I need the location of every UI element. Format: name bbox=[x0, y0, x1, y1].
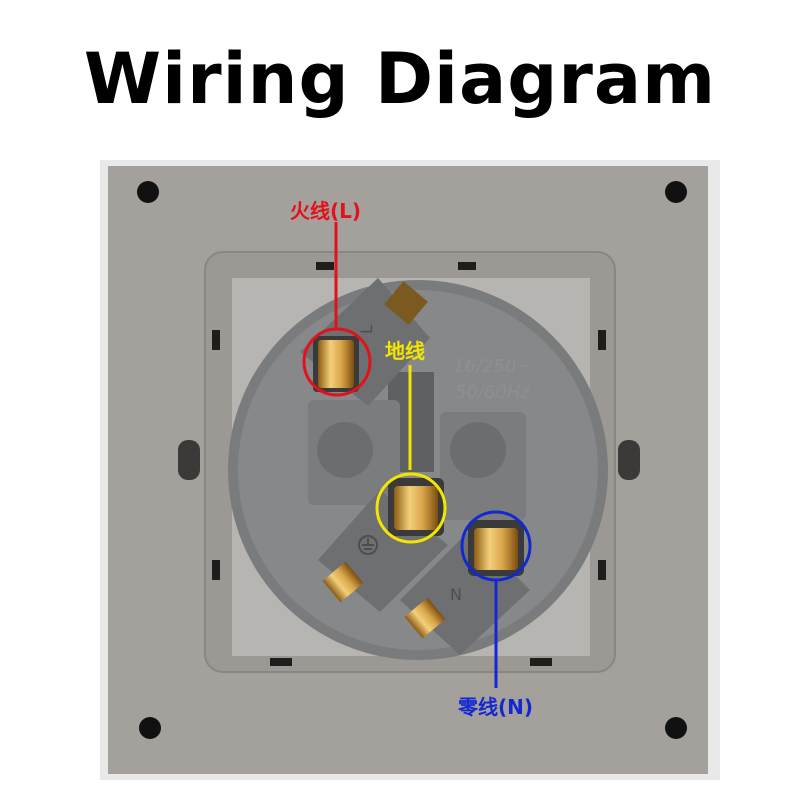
neutral-wire-label: 零线(N) bbox=[457, 695, 533, 719]
earth-terminal-ring bbox=[375, 472, 447, 544]
side-slot bbox=[618, 440, 640, 480]
page-title: Wiring Diagram bbox=[83, 38, 717, 120]
earth-ground-icon bbox=[358, 535, 378, 555]
mounting-hole bbox=[137, 181, 159, 203]
rating-current-voltage: 16/250~ bbox=[453, 356, 531, 377]
mounting-hole bbox=[665, 181, 687, 203]
side-slot bbox=[178, 440, 200, 480]
earth-terminal bbox=[318, 478, 448, 612]
live-mark: L bbox=[357, 325, 376, 334]
neutral-terminal: N bbox=[400, 520, 530, 655]
live-wire-label: 火线(L) bbox=[290, 199, 361, 223]
rating-frequency: 50/60Hz bbox=[455, 382, 530, 403]
mounting-hole bbox=[139, 717, 161, 739]
live-terminal-ring bbox=[302, 327, 372, 397]
earth-wire-label: 地线 bbox=[385, 339, 425, 363]
mounting-hole bbox=[665, 717, 687, 739]
neutral-mark: N bbox=[450, 585, 462, 604]
